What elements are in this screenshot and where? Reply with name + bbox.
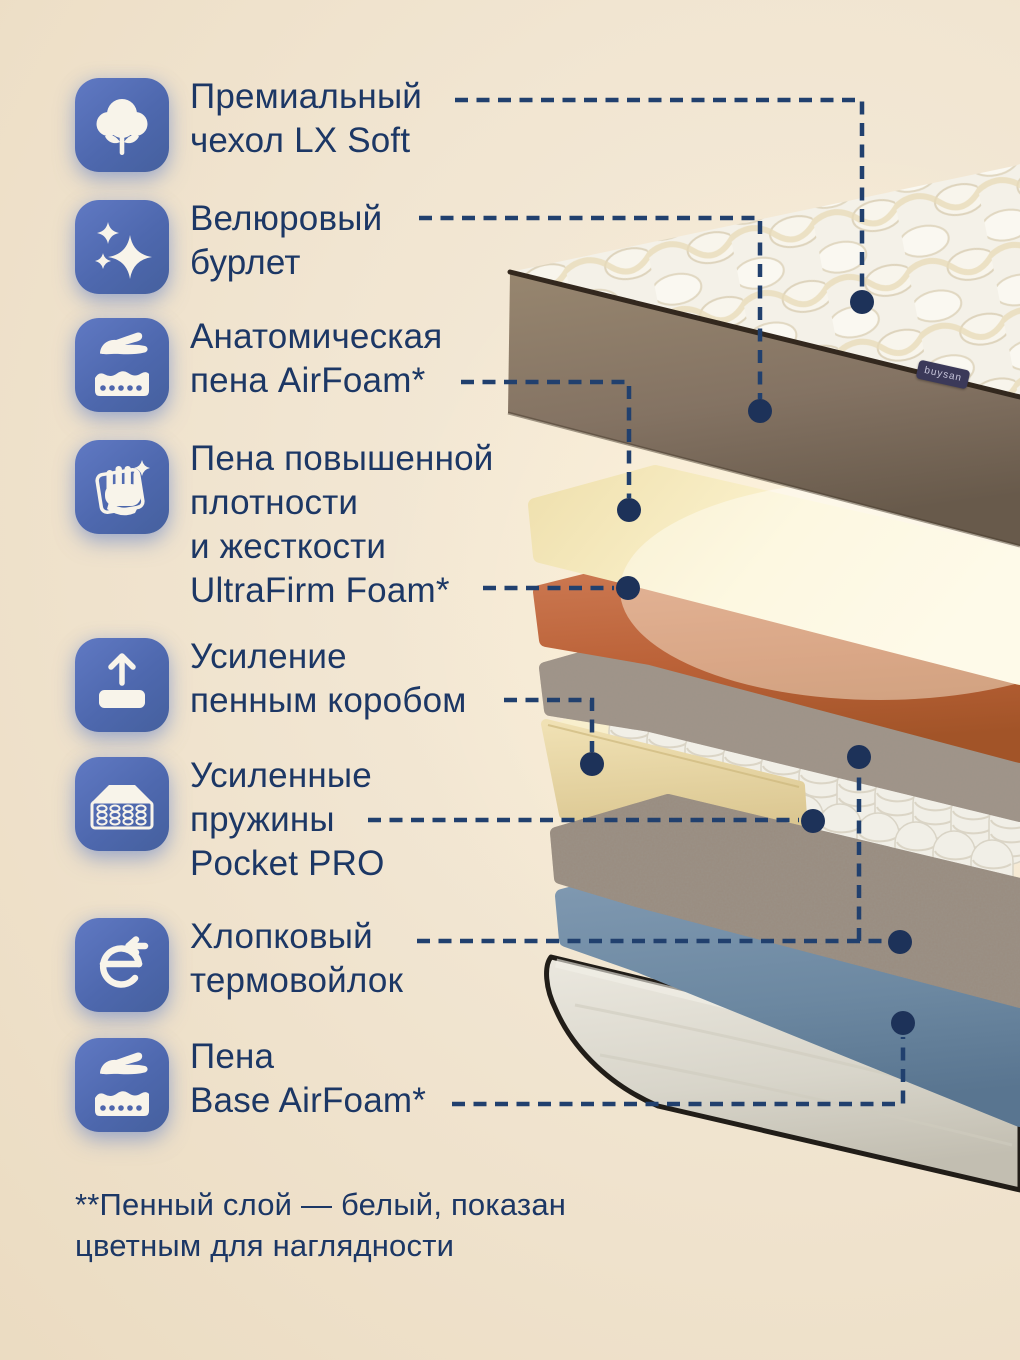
connector-dots	[580, 290, 915, 1035]
hand-foam-icon	[75, 318, 169, 412]
feature-label: Усиление пенным коробом	[190, 637, 467, 720]
quilted-top	[510, 164, 1020, 398]
connector-foam-box	[504, 697, 595, 752]
cleaning-hand-icon	[75, 440, 169, 534]
foam-box-rim-edge	[547, 724, 800, 788]
velour-bottom-edge	[507, 411, 1020, 548]
connector-premium-cover	[455, 97, 865, 290]
feature-label: Усиленные пружины Pocket PRO	[190, 756, 385, 883]
feature-airfoam: Анатомическая пена AirFoam*	[75, 317, 443, 412]
hand-foam-icon	[75, 1038, 169, 1132]
feature-foam-box: Усиление пенным коробом	[75, 637, 467, 732]
feature-label: Премиальный чехол LX Soft	[190, 77, 423, 160]
feature-velour-burlet: Велюровый бурлет	[75, 199, 383, 294]
e-arrow-icon	[75, 918, 169, 1012]
feature-label: Пена Base AirFoam*	[190, 1037, 427, 1120]
feature-springs: Усиленные пружины Pocket PRO	[75, 756, 385, 886]
springs-icon	[75, 757, 169, 851]
feature-label: Хлопковый термовойлок	[190, 917, 404, 1000]
brand-tag-label: buysan	[923, 364, 963, 385]
cotton-icon	[75, 78, 169, 172]
feature-thermofelt: Хлопковый термовойлок	[75, 917, 404, 1012]
feature-label: Велюровый бурлет	[190, 199, 383, 282]
arrow-up-layer-icon	[75, 638, 169, 732]
feature-ultrafirm: Пена повышенной плотности и жесткости Ul…	[75, 439, 494, 613]
feature-label: Анатомическая пена AirFoam*	[190, 317, 443, 400]
connector-lines	[368, 97, 906, 1107]
feature-base-airfoam: Пена Base AirFoam*	[75, 1037, 427, 1132]
connector-airfoam	[461, 379, 632, 498]
connector-velour-burlet	[419, 215, 763, 399]
airfoam-glow	[620, 480, 1020, 700]
footnote: **Пенный слой — белый, показан цветным д…	[75, 1187, 567, 1263]
feature-label: Пена повышенной плотности и жесткости Ul…	[190, 439, 494, 610]
sparkles-icon	[75, 200, 169, 294]
feature-premium-cover: Премиальный чехол LX Soft	[75, 77, 423, 172]
connector-base-airfoam	[452, 1037, 906, 1107]
